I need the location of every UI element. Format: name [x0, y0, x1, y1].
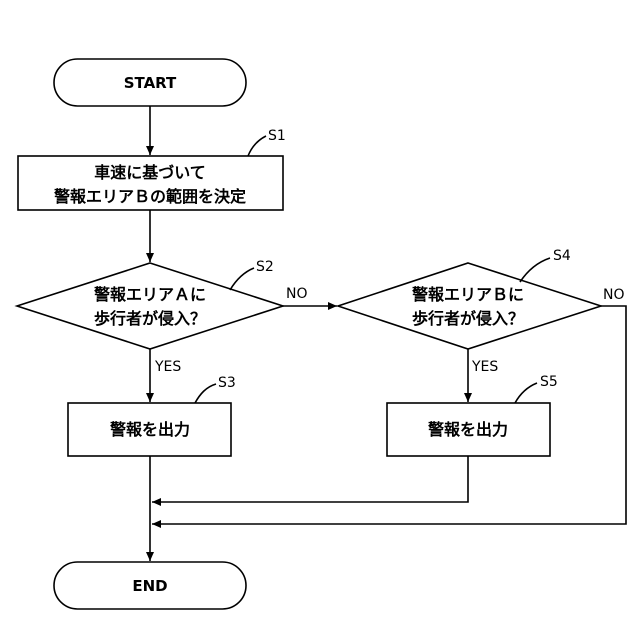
s2-text-line2: 歩行者が侵入？ [94, 309, 206, 328]
s1-leader-line [248, 136, 266, 156]
end-label: END [132, 577, 167, 595]
s3-step-label: S3 [218, 375, 236, 391]
s5-leader-line [515, 383, 537, 403]
s1-text-line2: 警報エリアＢの範囲を決定 [53, 187, 246, 206]
s4-step-label: S4 [553, 248, 571, 264]
s4-leader-line [520, 258, 550, 282]
s3-leader-line [195, 384, 216, 403]
s2-leader-line [230, 268, 254, 290]
s2-no-label: NO [286, 286, 308, 302]
s2-yes-label: YES [154, 359, 181, 375]
s4-no-label: NO [603, 287, 625, 303]
s4-text-line2: 歩行者が侵入？ [412, 309, 524, 328]
s5-text: 警報を出力 [427, 420, 508, 439]
s4-decision-diamond [338, 263, 601, 349]
s2-step-label: S2 [256, 259, 274, 275]
s1-text-line1: 車速に基づいて [94, 163, 206, 182]
s3-text: 警報を出力 [109, 420, 190, 439]
s5-step-label: S5 [540, 374, 558, 390]
s1-step-label: S1 [268, 128, 286, 144]
arrow-s5-merge [152, 456, 468, 502]
s2-text-line1: 警報エリアＡに [93, 285, 206, 304]
s4-yes-label: YES [471, 359, 498, 375]
start-label: START [124, 74, 177, 92]
s4-text-line1: 警報エリアＢに [411, 285, 524, 304]
s2-decision-diamond [17, 263, 283, 349]
